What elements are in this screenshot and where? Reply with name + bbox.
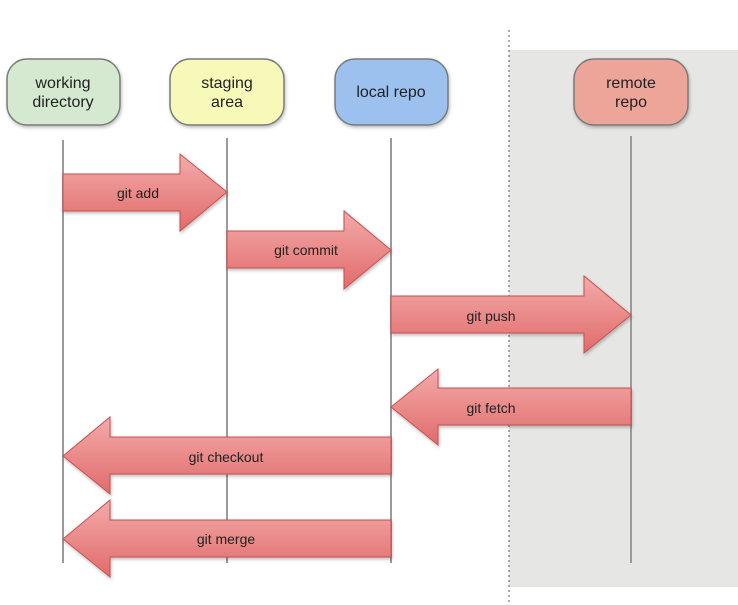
node-staging-area [169,58,285,126]
arrow-git-commit [226,209,392,291]
node-staging-area-line2: area [211,94,243,111]
node-local-repo-label: local repo [356,84,425,101]
label-git-fetch: git fetch [466,400,515,416]
label-git-commit: git commit [274,242,338,258]
arrow-git-push [390,274,632,355]
arrow-git-add [62,152,228,233]
node-remote-repo-line1: remote [606,75,656,92]
node-working-directory-line1: working [34,75,90,92]
label-git-add: git add [117,185,159,201]
arrow-git-merge [62,498,392,579]
label-git-push: git push [466,308,515,324]
label-git-checkout: git checkout [189,449,264,465]
arrow-git-fetch [390,367,632,447]
node-working-directory [6,58,121,126]
node-working-directory-line2: directory [32,94,93,111]
node-remote-repo [573,58,689,126]
arrow-git-checkout [62,415,392,496]
node-remote-repo-line2: repo [615,94,647,111]
label-git-merge: git merge [197,531,256,547]
node-local-repo [334,58,449,126]
node-staging-area-line1: staging [201,75,253,92]
